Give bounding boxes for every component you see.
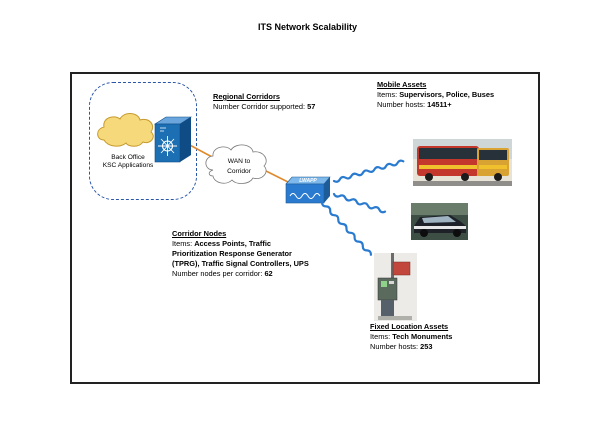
wan-line2: Corridor [227,168,251,175]
l3-switch-icon [153,116,193,163]
corridor-nodes-block: Corridor Nodes Items: Access Points, Tra… [172,229,309,279]
regional-count-label: Number Corridor supported: [213,102,306,111]
corridor-items-label: Items: [172,239,193,248]
regional-corridors-block: Regional Corridors Number Corridor suppo… [213,92,315,112]
fixed-hosts-row: Number hosts: 253 [370,342,452,352]
page-title: ITS Network Scalability [257,22,358,32]
mobile-items-label: Items: [377,90,398,99]
corridor-count-row: Number nodes per corridor: 62 [172,269,309,279]
wan-label: WAN to Corridor [214,157,264,177]
corridor-items-line1: Access Points, Traffic [194,239,271,248]
mobile-hosts-label: Number hosts: [377,100,426,109]
router-label: LWAPP [299,178,317,184]
wireless-link-bus [332,159,405,183]
fixed-items-row: Items: Tech Monuments [370,332,452,342]
wireless-link-police [332,192,387,214]
corridor-count-value: 62 [264,269,273,278]
mobile-items-value: Supervisors, Police, Buses [399,90,495,99]
wan-line1: WAN to [227,158,251,165]
corridor-items-row: Items: Access Points, Traffic [172,239,309,249]
corridor-items-row3: (TPRG), Traffic Signal Controllers, UPS [172,259,309,269]
back-office-line2: KSC Applications [102,162,154,169]
fixed-items-value: Tech Monuments [392,332,453,341]
back-office-line1: Back Office [111,154,145,161]
corridor-items-line3b: Traffic Signal Controllers, UPS [201,259,309,268]
mobile-hosts-value: 14511+ [427,100,452,109]
back-office-boundary [89,82,197,200]
corridor-items-line3: (TPRG), [172,259,200,268]
mobile-assets-block: Mobile Assets Items: Supervisors, Police… [377,80,494,110]
regional-header: Regional Corridors [213,92,280,101]
wireless-router-icon [285,176,331,204]
fixed-items-label: Items: [370,332,391,341]
wan-cloud-icon [205,144,267,184]
fixed-hosts-value: 253 [420,342,433,351]
mobile-header: Mobile Assets [377,80,427,89]
cloud-icon [97,113,154,147]
corridor-header: Corridor Nodes [172,229,227,238]
wireless-link-monument [320,200,373,256]
mobile-hosts-row: Number hosts: 14511+ [377,100,494,110]
fixed-assets-block: Fixed Location Assets Items: Tech Monume… [370,322,452,352]
fixed-hosts-label: Number hosts: [370,342,419,351]
fixed-header: Fixed Location Assets [370,322,449,331]
corridor-count-label: Number nodes per corridor: [172,269,263,278]
corridor-items-line2: Prioritization Response Generator [172,249,292,258]
police-car-photo [411,203,468,240]
tech-monument-photo [374,253,417,321]
wireless-links [320,159,405,256]
back-office-label: Back Office KSC Applications [100,154,156,170]
regional-count-row: Number Corridor supported: 57 [213,102,315,112]
regional-count-value: 57 [307,102,316,111]
mobile-items-row: Items: Supervisors, Police, Buses [377,90,494,100]
bus-photo [413,139,512,186]
